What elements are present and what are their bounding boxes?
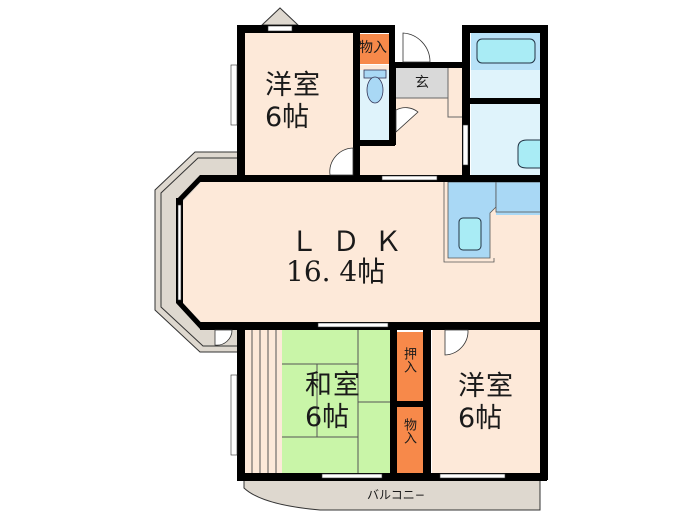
storage-top [359,34,389,64]
balcony [243,477,541,511]
closet-oshiire [396,332,423,402]
western-room-top-name: 洋室 [265,70,321,101]
western-room-top-size: 6帖 [265,102,310,133]
western-room-bottom-name: 洋室 [458,371,514,402]
tatami-floor [282,330,390,476]
storage-bottom [396,405,423,475]
washbasin-icon [517,139,541,169]
western-room-bottom-size: 6帖 [458,403,503,434]
storage-bottom-label: 物入 [401,418,416,444]
balcony-label: バルコニ− [367,488,425,502]
japanese-room-name: 和室 [305,370,361,401]
ldk-name: ＬＤＫ [290,225,417,258]
entrance-area [396,68,448,98]
ldk-size: 16. 4帖 [286,255,386,288]
closet-oshiire-label: 押入 [401,347,416,373]
bathtub-icon [476,38,536,64]
vent-hood [260,7,300,26]
windows [177,25,506,479]
doors [214,32,469,356]
japanese-room-size: 6帖 [305,402,350,433]
sink-icon [458,217,482,251]
storage-top-label: 物入 [359,40,387,56]
toilet-icon [366,76,384,104]
entrance-label: 玄 [415,75,429,91]
